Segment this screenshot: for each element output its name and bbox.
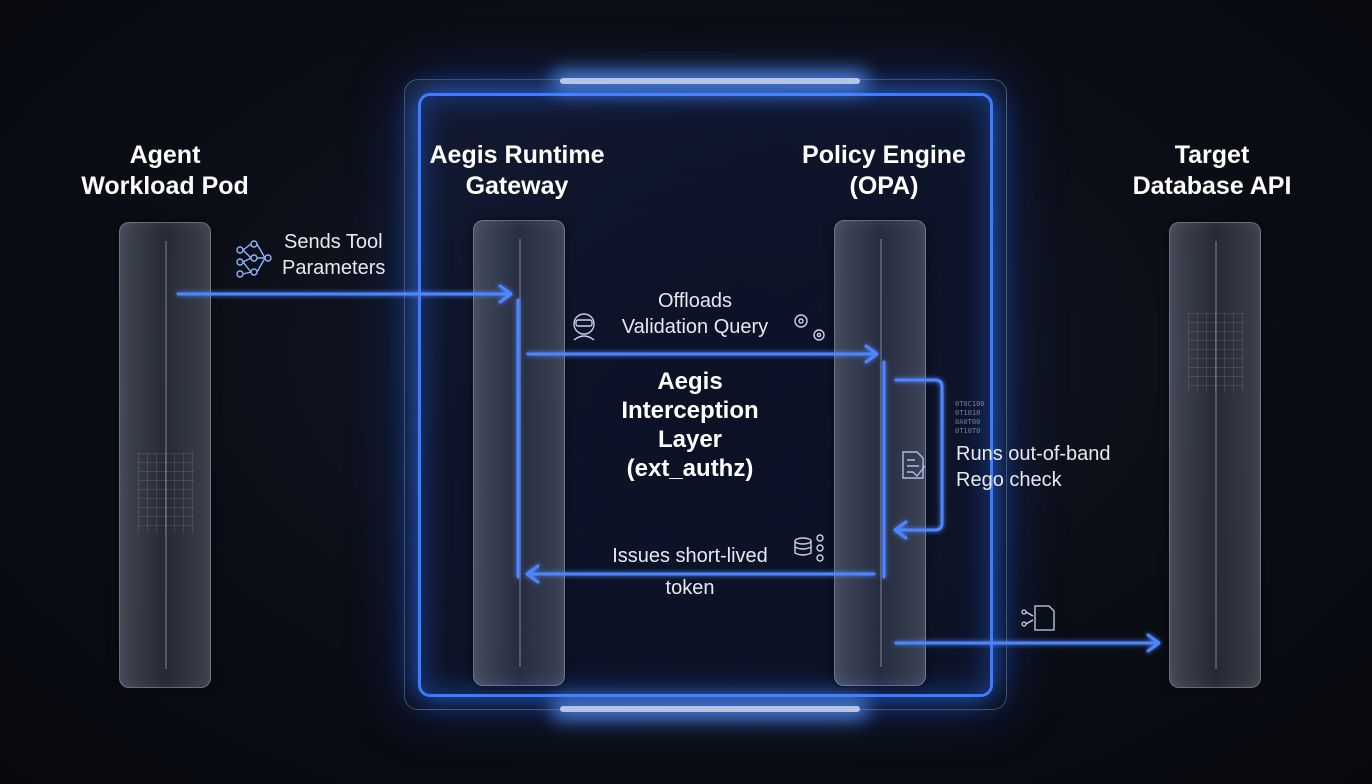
target-title-line1: Target bbox=[1174, 141, 1250, 169]
runs-line1: Runs out-of-band bbox=[956, 443, 1111, 465]
binary-stream: 0T0C100 0T1010 0A0T00 0T10T0 bbox=[955, 400, 985, 436]
binary-line-1: 0T0C100 bbox=[955, 400, 985, 408]
arrowhead-offloads bbox=[864, 344, 879, 364]
issues-line1: Issues short-lived bbox=[612, 545, 768, 567]
agent-title: Agent Workload Pod bbox=[70, 140, 260, 202]
arrowhead-rego bbox=[893, 520, 908, 540]
frame-glow-top bbox=[560, 78, 860, 84]
policy-pillar-spine bbox=[880, 239, 882, 667]
token-document-icon bbox=[1021, 605, 1055, 631]
arrowhead-sends bbox=[498, 284, 513, 304]
policy-title: Policy Engine (OPA) bbox=[784, 140, 984, 202]
interception-line4: (ext_authz) bbox=[626, 455, 754, 482]
label-sends-parameters: Sends Tool Parameters bbox=[282, 229, 385, 281]
target-pillar-spine bbox=[1215, 241, 1217, 669]
binary-line-2: 0T1010 bbox=[955, 409, 981, 417]
agent-pillar-circuit bbox=[138, 453, 194, 533]
database-nodes-icon bbox=[794, 534, 824, 562]
offloads-line1: Offloads bbox=[657, 290, 733, 312]
target-title: Target Database API bbox=[1112, 140, 1312, 202]
agent-title-line1: Agent bbox=[129, 141, 201, 169]
neural-network-icon bbox=[236, 240, 272, 278]
interception-line2: Interception bbox=[621, 397, 759, 424]
gateway-pillar-spine bbox=[519, 239, 521, 667]
policy-title-line2: (OPA) bbox=[849, 172, 919, 200]
interception-line3: Layer bbox=[657, 426, 723, 453]
document-check-icon bbox=[902, 451, 926, 479]
robot-agent-icon bbox=[573, 313, 595, 341]
binary-line-4: 0T10T0 bbox=[955, 427, 981, 435]
label-issues-token: Issues short-lived token bbox=[592, 543, 788, 601]
target-title-line2: Database API bbox=[1132, 172, 1292, 200]
arrowhead-target bbox=[1146, 633, 1161, 653]
binary-line-3: 0A0T00 bbox=[955, 418, 981, 426]
gateway-title-line1: Aegis Runtime bbox=[429, 141, 605, 169]
target-pillar-circuit bbox=[1188, 313, 1244, 393]
interception-line1: Aegis bbox=[657, 368, 723, 395]
agent-pillar bbox=[119, 222, 211, 688]
interception-layer-label: Aegis Interception Layer (ext_authz) bbox=[570, 367, 810, 483]
frame-glow-bottom bbox=[560, 706, 860, 712]
policy-title-line1: Policy Engine bbox=[802, 141, 966, 169]
target-pillar bbox=[1169, 222, 1261, 688]
agent-title-line2: Workload Pod bbox=[81, 172, 249, 200]
gateway-title-line2: Gateway bbox=[465, 172, 569, 200]
gateway-title: Aegis Runtime Gateway bbox=[412, 140, 622, 202]
offloads-line2: Validation Query bbox=[621, 316, 769, 338]
runs-line2: Rego check bbox=[956, 469, 1062, 491]
policy-pillar bbox=[834, 220, 926, 686]
arrowhead-issues bbox=[525, 564, 540, 584]
sends-line1: Sends Tool bbox=[284, 231, 383, 253]
gears-icon bbox=[794, 314, 825, 341]
sends-line2: Parameters bbox=[282, 257, 386, 279]
label-offloads-query: Offloads Validation Query bbox=[605, 288, 785, 340]
loop-rego-check bbox=[894, 378, 944, 532]
label-rego-check: Runs out-of-band Rego check bbox=[956, 441, 1111, 493]
issues-line2: token bbox=[665, 577, 715, 599]
agent-pillar-spine bbox=[165, 241, 167, 669]
gateway-pillar bbox=[473, 220, 565, 686]
